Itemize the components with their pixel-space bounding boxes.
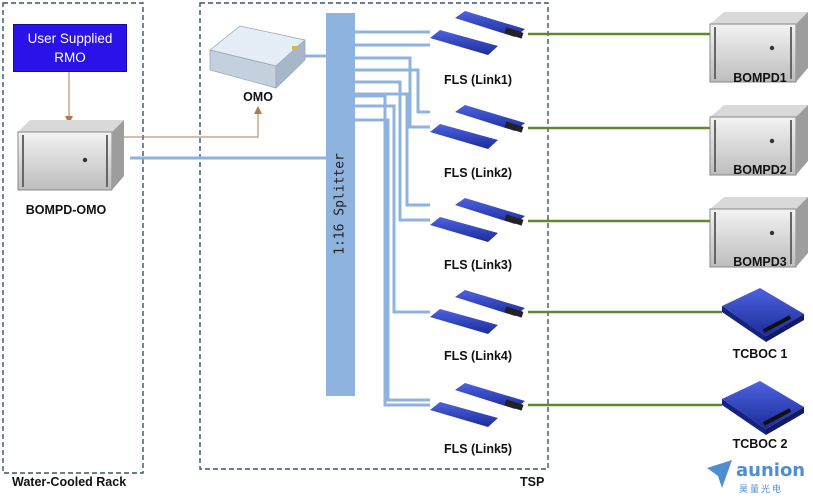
bompd2-label: BOMPD2 <box>733 163 787 177</box>
fls-link1-label: FLS (Link1) <box>443 73 513 87</box>
fls-link5-device <box>430 383 525 427</box>
logo-name: aunion <box>736 460 806 481</box>
bompd3-label: BOMPD3 <box>733 255 787 269</box>
fiber-to-link5-b <box>355 118 430 402</box>
fls-link1-device <box>430 11 525 55</box>
splitter-bar <box>326 13 355 396</box>
fls-link2-device <box>430 105 525 149</box>
fiber-to-link3-b <box>355 92 430 207</box>
omo-device <box>209 25 306 89</box>
water-cooled-rack-label: Water-Cooled Rack <box>12 475 127 489</box>
rmo-line1: User Supplied <box>27 31 113 46</box>
splitter-output-fibers <box>355 30 430 407</box>
tcboc2-label: TCBOC 2 <box>732 437 788 451</box>
bompd-omo-label: BOMPD-OMO <box>25 203 107 217</box>
fiber-to-link4 <box>355 104 430 314</box>
logo-subtitle: 昊量光电 <box>739 484 784 494</box>
aunion-logo: aunion 昊量光电 <box>706 459 806 495</box>
bompd3-device <box>709 197 808 268</box>
rmo-line2: RMO <box>54 50 86 65</box>
tcboc1-device <box>722 288 804 342</box>
fls-link3-device <box>430 198 525 242</box>
fiber-to-link2-b <box>355 68 430 114</box>
fls-link4-device <box>430 290 525 334</box>
splitter-label: 1:16 Splitter <box>332 153 348 255</box>
fls-link4-label: FLS (Link4) <box>443 349 513 363</box>
tcboc2-device <box>722 381 804 435</box>
fiber-to-link5 <box>355 94 430 407</box>
water-cooled-rack-border <box>2 2 144 474</box>
bompd1-device <box>709 12 808 83</box>
fiber-to-link2 <box>355 56 430 129</box>
tsp-label: TSP <box>520 475 545 489</box>
bompd2-device <box>709 105 808 176</box>
fls-devices <box>430 11 525 427</box>
fls-link2-label: FLS (Link2) <box>443 166 513 180</box>
bompd-omo-device <box>17 120 124 191</box>
bompd1-label: BOMPD1 <box>733 71 787 85</box>
output-fibers <box>528 32 722 407</box>
tsp-border <box>199 2 549 470</box>
fiber-to-link3 <box>355 80 430 222</box>
fls-link3-label: FLS (Link3) <box>443 258 513 272</box>
tcboc1-label: TCBOC 1 <box>732 347 788 361</box>
bompd-omo-to-omo-line <box>115 106 262 138</box>
omo-label: OMO <box>243 90 273 104</box>
fls-link5-label: FLS (Link5) <box>443 442 513 456</box>
aunion-logo-mark <box>707 460 732 488</box>
user-supplied-rmo-box: User Supplied RMO <box>13 24 127 72</box>
